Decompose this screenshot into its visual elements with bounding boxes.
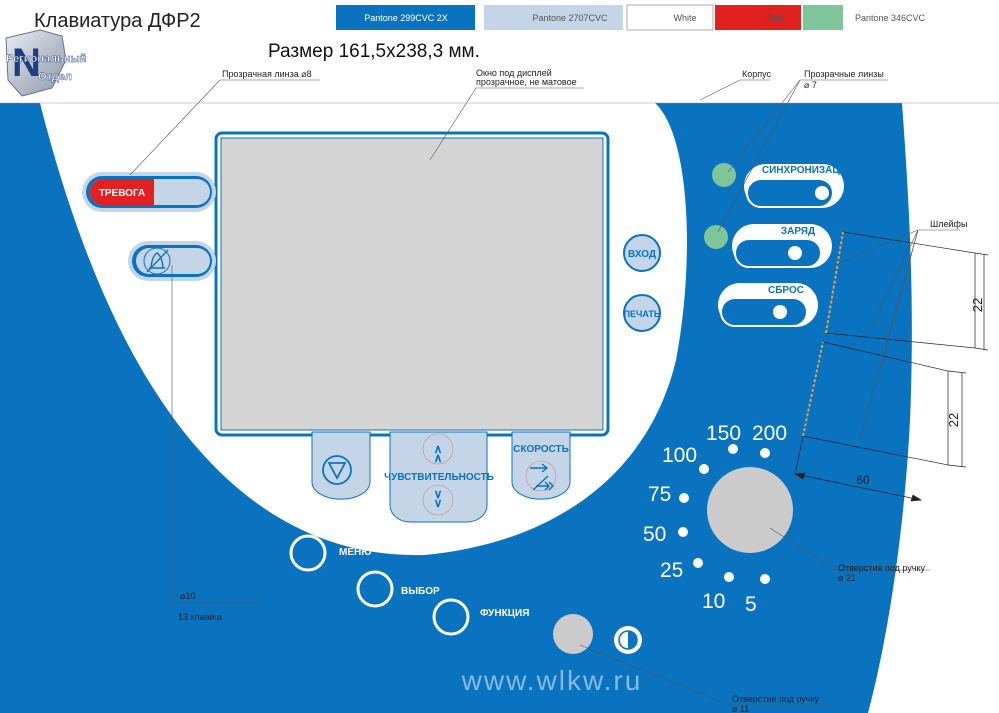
function-label: ФУНКЦИЯ — [480, 608, 529, 619]
energy-knob-hole[interactable] — [707, 467, 793, 553]
cables-note: Шлейфы — [930, 219, 967, 229]
speed-arrows-icon — [530, 463, 554, 491]
lens7-note: Прозрачные линзы — [804, 69, 884, 79]
chevron-up-icon: ∧ — [434, 442, 443, 456]
color-palette: Pantone 299CVC 2X Pantone 2707CVC White … — [336, 4, 926, 31]
dial-dot-5 — [760, 574, 770, 584]
stop-key[interactable] — [311, 431, 371, 500]
dial-label-25: 25 — [660, 559, 683, 582]
size-caption: Размер 161,5х238,3 мм. — [268, 41, 480, 62]
hole11-size: ⌀ 11 — [732, 704, 749, 713]
dial-label-200: 200 — [752, 422, 787, 445]
charge-button[interactable] — [732, 224, 832, 268]
dial-dot-200 — [760, 448, 770, 458]
enter-label: ВХОД — [628, 249, 656, 260]
stop-triangle-icon — [327, 462, 347, 480]
enter-button[interactable] — [623, 234, 661, 272]
reset-button[interactable] — [718, 283, 818, 327]
regional-office-logo: N Региональный Отдел — [5, 29, 87, 97]
speed-key[interactable] — [511, 431, 571, 500]
watermark: www.wlkw.ru — [461, 665, 643, 696]
print-button[interactable] — [623, 294, 661, 332]
dial-label-50: 50 — [643, 523, 666, 546]
swatch-red-label: Red — [767, 13, 784, 23]
display-note-1: Окно под дисплей — [476, 68, 552, 78]
contrast-icon — [614, 626, 642, 654]
dimension-60: 60 — [856, 473, 870, 487]
swatch-blue — [336, 5, 475, 30]
sync-button[interactable] — [744, 164, 844, 208]
lens7-size: ⌀ 7 — [804, 80, 817, 90]
dial-dot-50 — [678, 527, 688, 537]
dial-marks — [678, 444, 770, 584]
logo-line-1: Региональный — [6, 53, 87, 65]
hole11-note: Отверстие под ручку — [732, 694, 820, 704]
menu-label: МЕНЮ — [339, 547, 372, 558]
dial-dot-25 — [693, 558, 703, 568]
menu-button[interactable] — [289, 534, 327, 572]
sensitivity-label: ЧУВСТВИТЕЛЬНОСТЬ — [384, 472, 494, 483]
svg-text:∧: ∧ — [434, 451, 443, 465]
chevron-down-icon: ∨ — [434, 487, 443, 501]
swatch-green — [803, 5, 843, 30]
function-button[interactable] — [432, 598, 470, 636]
reset-label: СБРОС — [768, 285, 804, 296]
swatch-light-label: Pantone 2707CVC — [532, 13, 608, 23]
dial-dot-150 — [728, 444, 738, 454]
print-label: ПЕЧАТЬ — [624, 309, 661, 319]
alarm-red-field — [90, 179, 154, 205]
swatch-green-label: Pantone 346CVC — [855, 13, 926, 23]
cable-connector-bottom — [793, 341, 967, 502]
key10-note: ⌀10 — [180, 591, 195, 601]
page-title: Клавиатура ДФР2 — [34, 10, 201, 32]
dial-label-5: 5 — [745, 593, 757, 616]
speed-label: СКОРОСТЬ — [513, 444, 569, 455]
swatch-light — [484, 5, 623, 30]
dial-label-10: 10 — [702, 590, 725, 613]
display-note-2: прозрачное, не матовое — [476, 77, 577, 87]
swatch-blue-label: Pantone 299CVC 2X — [364, 13, 448, 23]
dial-label-100: 100 — [662, 444, 697, 467]
dial-dot-10 — [724, 572, 734, 582]
dial-dot-75 — [679, 493, 689, 503]
hole21-size: ⌀ 21 — [838, 573, 856, 583]
swatch-white-label: White — [673, 13, 696, 23]
dimension-22-top: 22 — [970, 298, 985, 312]
hole21-note: Отверстие под ручку — [838, 563, 926, 573]
dial-label-150: 150 — [706, 422, 741, 445]
sync-label: СИНХРОНИЗАЦИЯ — [762, 165, 854, 176]
dial-label-75: 75 — [648, 483, 671, 506]
keys13-note: 13 клавиш — [178, 612, 222, 622]
alarm-label: ТРЕВОГА — [99, 188, 145, 199]
charge-led — [704, 225, 728, 249]
dial-dot-100 — [699, 464, 709, 474]
dimension-22-bottom: 22 — [946, 413, 961, 427]
select-button[interactable] — [356, 570, 394, 608]
logo-line-2: Отдел — [38, 71, 72, 83]
svg-text:∨: ∨ — [434, 496, 443, 510]
cable-connector-top — [825, 231, 989, 351]
swatch-red — [715, 5, 801, 30]
swatch-white — [626, 4, 714, 31]
display-glass — [220, 137, 604, 431]
bell-off-icon — [146, 249, 169, 273]
corpus-note: Корпус — [742, 69, 772, 79]
charge-label: ЗАРЯД — [781, 226, 815, 237]
logo-n-mark: N — [12, 41, 41, 85]
select-label: ВЫБОР — [401, 586, 440, 597]
small-knob-hole[interactable] — [553, 614, 593, 654]
lens8-note: Прозрачная линза ⌀8 — [222, 69, 312, 79]
leader-lines — [0, 79, 999, 706]
sensitivity-key[interactable] — [389, 431, 488, 523]
